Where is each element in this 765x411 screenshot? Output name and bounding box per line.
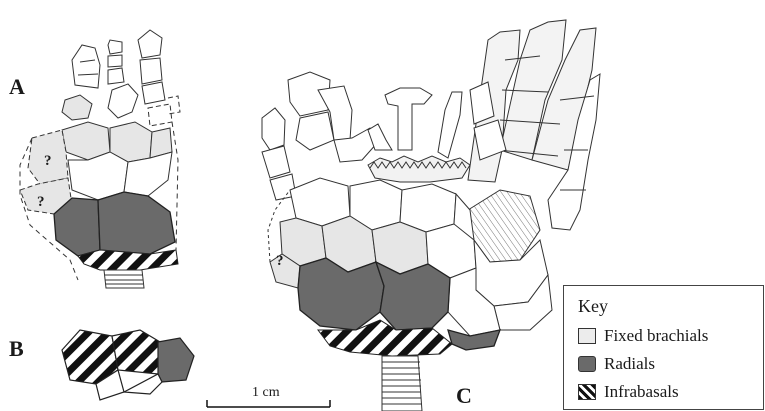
unknown-plate-label: ? <box>44 153 52 170</box>
key-item-label: Fixed brachials <box>604 326 708 346</box>
scale-bar <box>207 400 330 407</box>
specimen-b <box>62 330 194 400</box>
scale-bar-label: 1 cm <box>252 385 280 401</box>
panel-label-c: C <box>456 383 472 409</box>
key-title: Key <box>578 296 608 317</box>
panel-label-a: A <box>9 74 25 100</box>
infrabasals-swatch <box>578 384 596 400</box>
radials-swatch <box>578 356 596 372</box>
unknown-plate-label: ? <box>276 253 284 270</box>
key-legend: Key Fixed brachials Radials Infrabasals <box>563 285 764 410</box>
key-item-label: Infrabasals <box>604 382 679 402</box>
unknown-plate-label: ? <box>37 194 45 211</box>
specimen-c <box>262 20 600 411</box>
fixed-brachials-swatch <box>578 328 596 344</box>
key-item-label: Radials <box>604 354 655 374</box>
panel-label-b: B <box>9 336 24 362</box>
